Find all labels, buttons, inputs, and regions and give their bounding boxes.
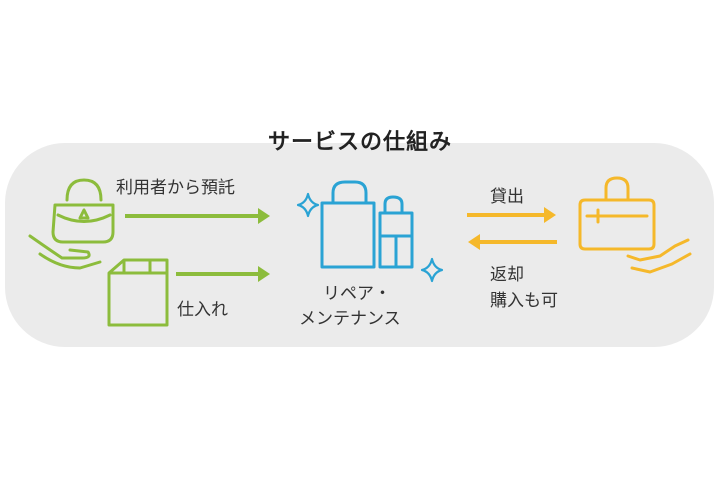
arrow-right-icon [467, 207, 556, 223]
arrow-right-icon [125, 208, 270, 224]
sparkle-icon [420, 257, 444, 283]
bag-on-hand-icon [28, 178, 115, 270]
rent-label: 貸出 [490, 187, 524, 207]
return-label-line1: 返却 [490, 265, 524, 285]
shopping-bags-icon [320, 180, 414, 269]
return-label-line2: 購入も可 [490, 291, 558, 311]
arrow-left-icon [468, 234, 557, 250]
repair-label-line1: リペア・ [323, 284, 391, 304]
travel-bag-on-hand-icon [578, 176, 692, 274]
arrow-right-icon [176, 266, 270, 282]
repair-label-line2: メンテナンス [299, 309, 401, 329]
diagram-panel [5, 143, 714, 347]
sparkle-icon [296, 192, 320, 218]
purchase-label: 仕入れ [177, 300, 228, 320]
diagram-title: サービスの仕組み [267, 130, 452, 155]
box-icon [107, 258, 169, 327]
consign-label: 利用者から預託 [116, 178, 235, 198]
